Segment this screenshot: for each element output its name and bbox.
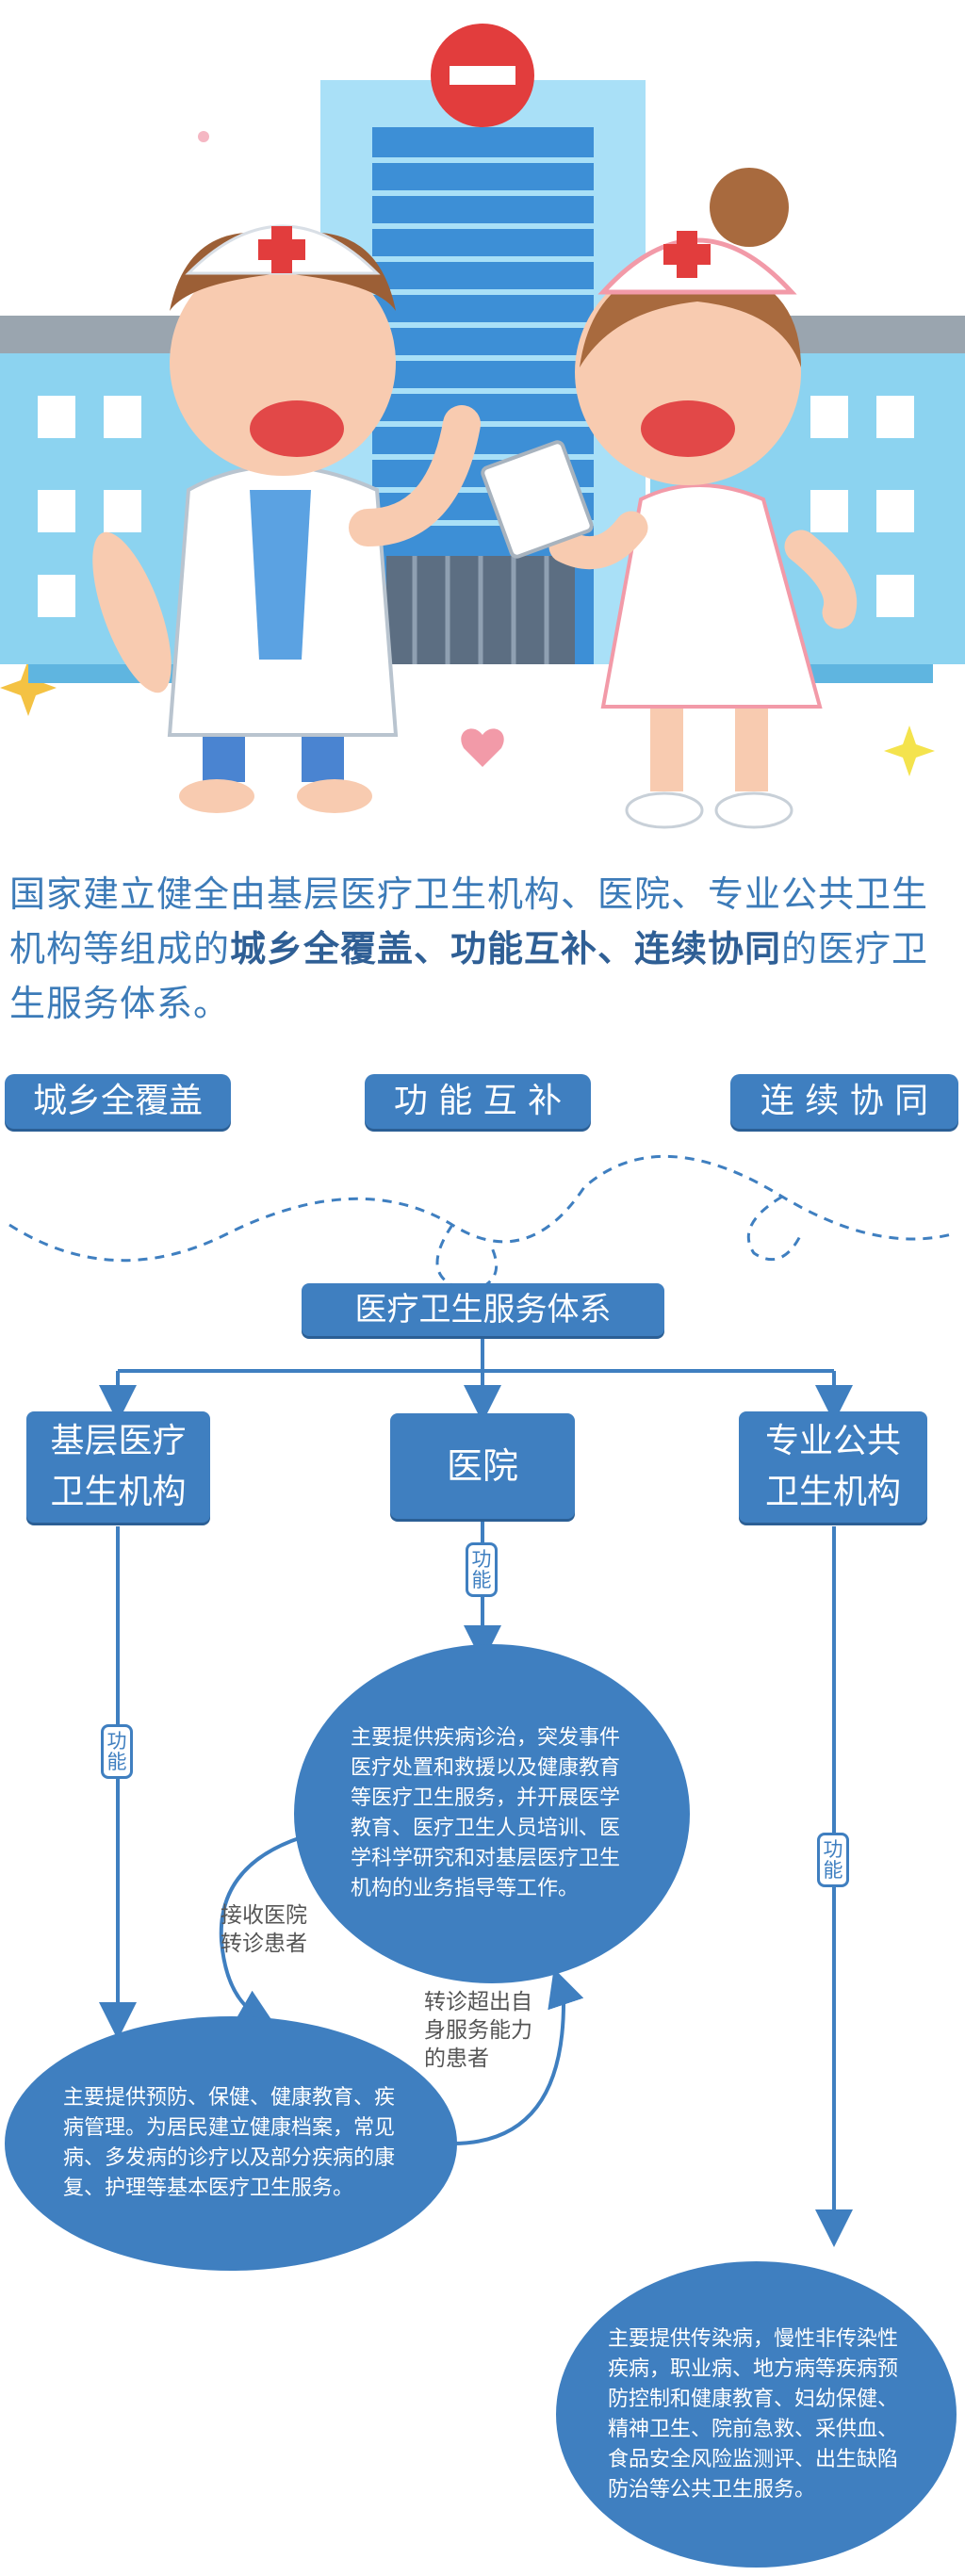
referral-send-note: 转诊超出自 身服务能力 的患者 — [424, 1988, 532, 2073]
description-primary-text: 主要提供预防、保健、健康教育、疾病管理。为居民建立健康档案，常见病、多发病的诊疗… — [63, 2086, 396, 2200]
sparkle-icon — [884, 726, 935, 776]
intro-text-2: 的医疗卫生服务体系。 — [9, 928, 929, 1024]
node-root: 医疗卫生服务体系 — [302, 1283, 664, 1336]
referral-send-line: 转诊超出自 — [424, 1990, 532, 2014]
function-tag-char: 能 — [471, 1569, 492, 1591]
function-tag-char: 能 — [823, 1859, 843, 1882]
node-primary: 基层医疗 卫生机构 — [26, 1411, 210, 1523]
referral-receive-note: 接收医院 转诊患者 — [221, 1901, 307, 1958]
function-tag-primary: 功 能 — [101, 1724, 133, 1779]
feature-pill-coordination: 连 续 协 同 — [730, 1074, 958, 1129]
doctor-character — [92, 224, 481, 813]
description-hospital-text: 主要提供疾病诊治，突发事件医疗处置和救援以及健康教育等医疗卫生服务，并开展医学教… — [351, 1726, 621, 1900]
node-primary-line1: 基层医疗 — [50, 1422, 187, 1460]
heart-icon — [461, 728, 504, 767]
dashed-wave-decoration — [8, 1154, 953, 1263]
function-tag-char: 功 — [823, 1838, 843, 1861]
description-hospital: 主要提供疾病诊治，突发事件医疗处置和救援以及健康教育等医疗卫生服务，并开展医学教… — [294, 1644, 690, 1983]
node-public-health-line2: 卫生机构 — [764, 1473, 901, 1511]
node-hospital: 医院 — [390, 1413, 575, 1519]
function-tag-public-health: 功 能 — [817, 1833, 849, 1887]
node-public-health-line1: 专业公共 — [764, 1422, 901, 1460]
dot-decoration — [198, 131, 209, 142]
nurse-character — [481, 168, 858, 829]
description-public-health-text: 主要提供传染病，慢性非传染性疾病，职业病、地方病等疾病预防控制和健康教育、妇幼保… — [608, 2326, 899, 2502]
function-tag-char: 能 — [106, 1751, 127, 1773]
intro-highlight: 城乡全覆盖、功能互补、连续协同 — [230, 928, 782, 970]
referral-receive-line: 接收医院 — [221, 1903, 307, 1928]
intro-text-1: 国家建立健全由基层医疗卫生机构、医院、专业公共卫生机构等组成的 — [9, 873, 929, 970]
referral-receive-line: 转诊患者 — [221, 1932, 307, 1956]
function-tag-hospital: 功 能 — [466, 1542, 498, 1597]
sparkle-icon — [0, 660, 57, 716]
description-primary: 主要提供预防、保健、健康教育、疾病管理。为居民建立健康档案，常见病、多发病的诊疗… — [5, 2016, 457, 2271]
description-public-health: 主要提供传染病，慢性非传染性疾病，职业病、地方病等疾病预防控制和健康教育、妇幼保… — [556, 2261, 957, 2568]
referral-send-line: 的患者 — [424, 2046, 489, 2071]
intro-paragraph: 国家建立健全由基层医疗卫生机构、医院、专业公共卫生机构等组成的城乡全覆盖、功能互… — [9, 867, 957, 1031]
node-primary-line2: 卫生机构 — [50, 1473, 187, 1511]
function-tag-char: 功 — [471, 1548, 492, 1571]
referral-send-line: 身服务能力 — [424, 2018, 532, 2043]
no-entry-sign-icon — [431, 24, 534, 127]
feature-pill-coverage: 城乡全覆盖 — [5, 1074, 231, 1129]
function-tag-char: 功 — [106, 1730, 127, 1753]
feature-pill-complementary: 功 能 互 补 — [365, 1074, 591, 1129]
hero-illustration — [0, 24, 965, 829]
node-public-health: 专业公共 卫生机构 — [739, 1411, 927, 1523]
